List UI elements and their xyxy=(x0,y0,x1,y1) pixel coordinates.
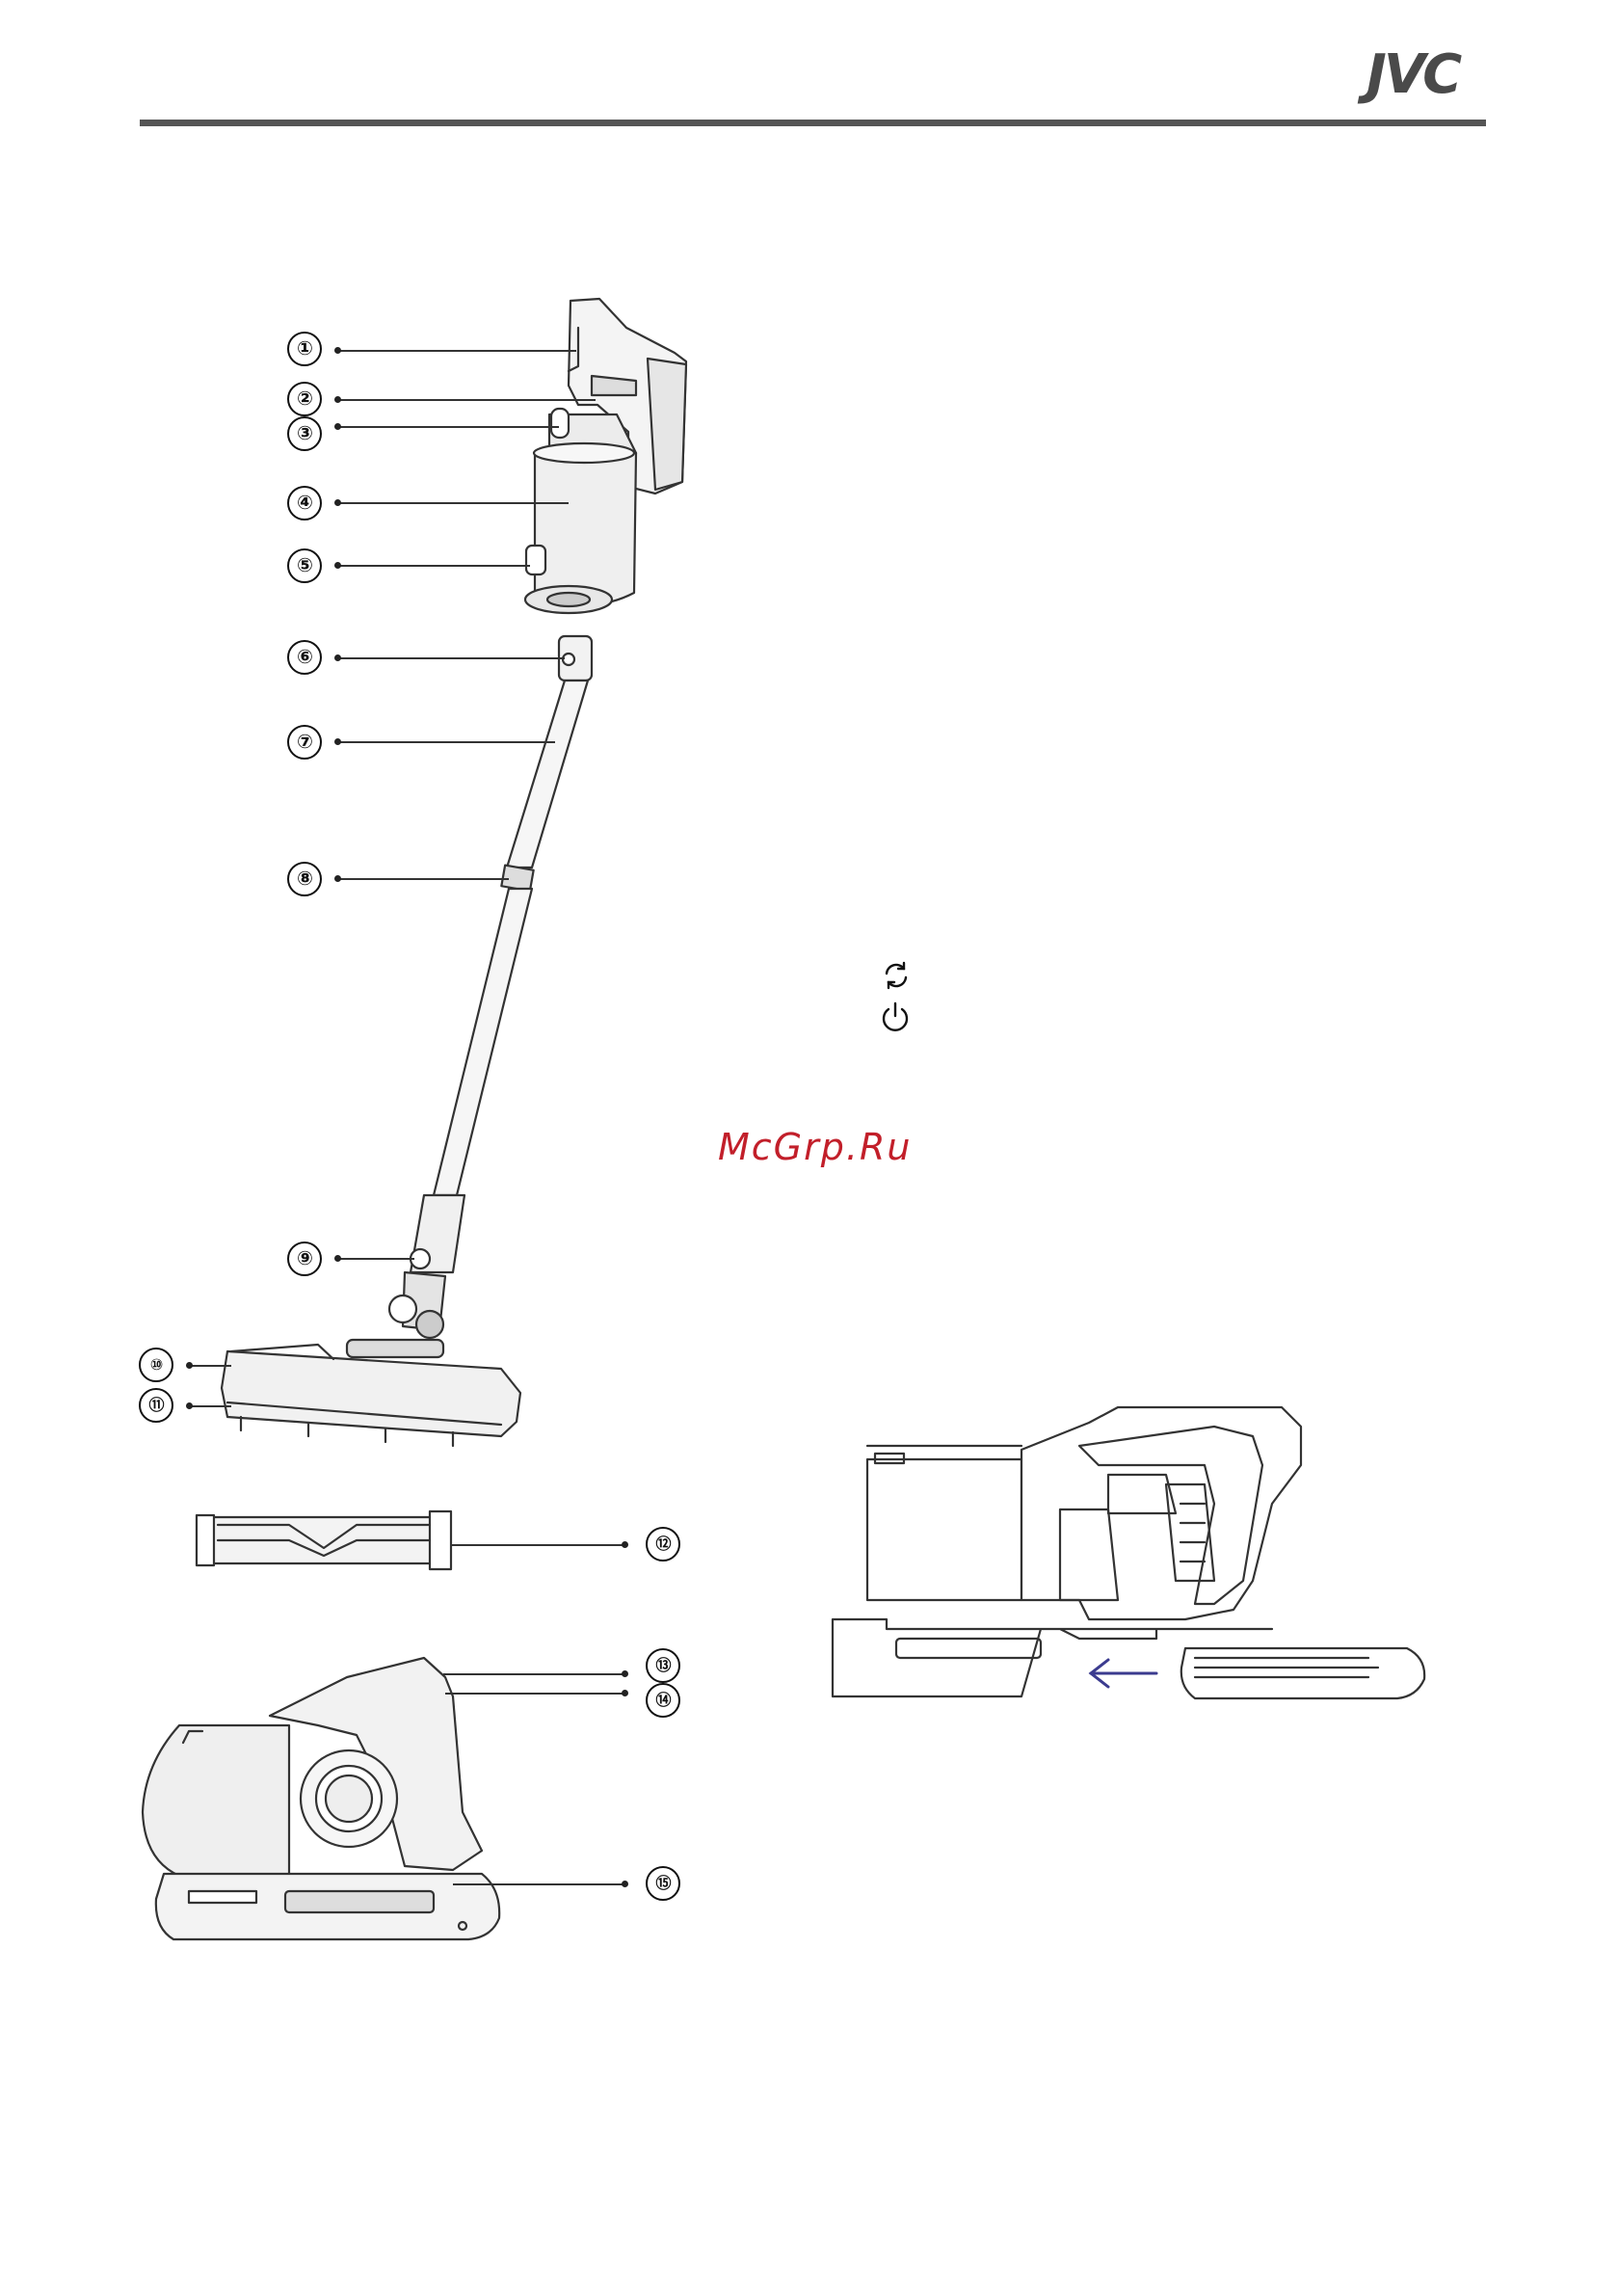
callout-2: ② xyxy=(287,382,322,416)
callout-4: ④ xyxy=(287,486,322,521)
callout-5: ⑤ xyxy=(287,548,322,583)
leader-line xyxy=(337,502,569,504)
leader-line xyxy=(337,399,596,401)
callout-9: ⑨ xyxy=(287,1241,322,1276)
handheld-docking-drawing xyxy=(833,1407,1424,1698)
callout-10: ⑩ xyxy=(139,1348,173,1382)
leader-dot xyxy=(334,562,341,569)
callout-13: ⑬ xyxy=(646,1648,680,1683)
leader-dot xyxy=(334,654,341,661)
callout-14: ⑭ xyxy=(646,1683,680,1718)
callout-15: ⑮ xyxy=(646,1866,680,1901)
leader-dot xyxy=(622,1881,628,1887)
leader-dot xyxy=(334,738,341,745)
refresh-cycle-icon xyxy=(881,960,912,991)
roller-brush-drawing xyxy=(197,1511,451,1569)
leader-line xyxy=(453,1883,624,1885)
leader-line xyxy=(337,426,559,428)
callout-7: ⑦ xyxy=(287,725,322,760)
leader-line xyxy=(337,350,576,352)
leader-dot xyxy=(186,1362,193,1369)
handheld-vacuum-drawing xyxy=(143,1658,499,1939)
leader-dot xyxy=(334,396,341,403)
watermark: McGrp.Ru xyxy=(718,1126,912,1168)
callout-3: ③ xyxy=(287,416,322,451)
leader-dot xyxy=(334,347,341,354)
callout-8: ⑧ xyxy=(287,862,322,896)
leader-dot xyxy=(334,499,341,506)
callout-1: ① xyxy=(287,332,322,366)
leader-dot xyxy=(622,1670,628,1677)
leader-line xyxy=(189,1405,231,1407)
power-icon xyxy=(879,1001,912,1033)
leader-dot xyxy=(334,423,341,430)
callout-6: ⑥ xyxy=(287,640,322,675)
leader-dot xyxy=(334,875,341,882)
insert-arrow-icon xyxy=(1091,1660,1156,1687)
leader-dot xyxy=(334,1255,341,1262)
leader-line xyxy=(337,878,509,880)
leader-line xyxy=(443,1673,624,1675)
leader-dot xyxy=(622,1690,628,1696)
leader-line xyxy=(189,1365,231,1367)
leader-dot xyxy=(186,1402,193,1409)
leader-line xyxy=(337,657,565,659)
leader-line xyxy=(337,565,530,567)
leader-line xyxy=(337,741,555,743)
leader-line xyxy=(337,1258,414,1260)
callout-12: ⑫ xyxy=(646,1527,680,1562)
callout-11: ⑪ xyxy=(139,1388,173,1423)
leader-line xyxy=(445,1693,624,1695)
leader-dot xyxy=(622,1541,628,1548)
leader-line xyxy=(451,1544,624,1546)
